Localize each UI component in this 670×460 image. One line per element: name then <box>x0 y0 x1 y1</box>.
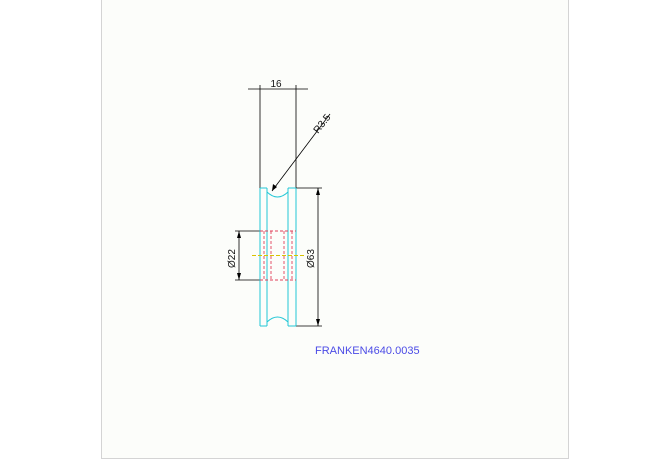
part-outline <box>259 187 297 327</box>
outer-diameter-text: Ø63 <box>306 249 317 268</box>
drawing-sheet <box>101 0 569 459</box>
radius-leader-line <box>271 113 331 192</box>
groove-top-arc <box>266 191 289 198</box>
arrowhead-bottom <box>316 319 320 326</box>
arrowhead-top <box>316 188 320 195</box>
inner-diameter-text: Ø22 <box>227 249 238 268</box>
radius-arrowhead <box>272 184 277 191</box>
groove-bottom-arc <box>266 316 289 323</box>
width-dimension: 16 <box>248 79 308 188</box>
inner-diameter-dimension: Ø22 <box>227 230 260 281</box>
radius-dimension-text: R3.5 <box>312 112 334 136</box>
arrowhead-inner-top <box>237 231 241 238</box>
hidden-bore <box>260 230 296 281</box>
part-number-label: FRANKEN4640.0035 <box>315 345 420 357</box>
radius-dimension: R3.5 <box>271 112 334 192</box>
arrowhead-inner-bottom <box>237 273 241 280</box>
width-dimension-text: 16 <box>270 79 282 90</box>
outer-diameter-dimension: Ø63 <box>296 187 322 327</box>
